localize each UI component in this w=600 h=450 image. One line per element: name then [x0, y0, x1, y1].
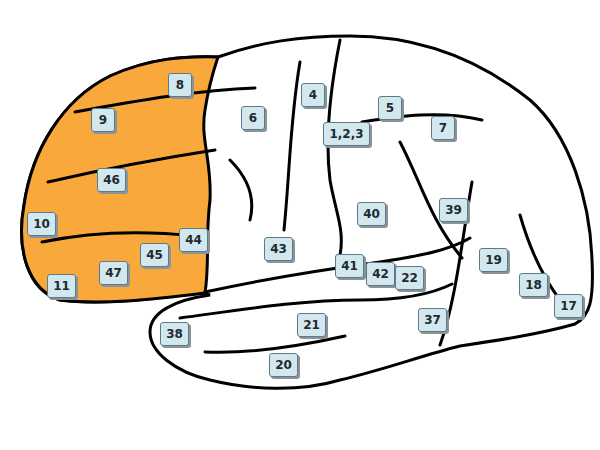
area-box: 41	[335, 254, 364, 278]
callout-number: 9	[97, 113, 109, 127]
callout-number: 7	[437, 121, 449, 135]
area-box: 47	[99, 261, 128, 285]
area-box: 8	[168, 73, 192, 97]
area-box: 45	[140, 243, 169, 267]
callout-number: 18	[525, 278, 542, 292]
area-box: 22	[395, 266, 424, 290]
callout-number: 20	[275, 358, 292, 372]
brain-outline	[22, 36, 593, 388]
area-box: 37	[418, 308, 447, 332]
callout-number: 45	[146, 248, 163, 262]
area-box: 20	[269, 353, 298, 377]
area-box: 1,2,3	[323, 122, 370, 146]
area-box: 44	[179, 228, 208, 252]
area-box: 43	[264, 237, 293, 261]
area-box: 42	[366, 262, 395, 286]
callout-number: 39	[445, 203, 462, 217]
area-box: 7	[431, 116, 455, 140]
callout-number: 10	[33, 217, 50, 231]
callout-number: 6	[247, 111, 259, 125]
callout-number: 38	[166, 327, 183, 341]
area-box: 40	[357, 202, 386, 226]
area-box: 18	[519, 273, 548, 297]
callout-number: 8	[174, 78, 186, 92]
callout-number: 4	[307, 88, 319, 102]
area-box: 6	[241, 106, 265, 130]
area-box: 46	[97, 168, 126, 192]
callout-number: 11	[53, 279, 70, 293]
area-box: 38	[160, 322, 189, 346]
area-box: 5	[378, 96, 402, 120]
area-box: 21	[297, 313, 326, 337]
frontal-region	[22, 57, 218, 302]
callout-number: 44	[185, 233, 202, 247]
area-box: 9	[91, 108, 115, 132]
area-box: 39	[439, 198, 468, 222]
callout-number: 17	[560, 299, 577, 313]
area-box: 11	[47, 274, 76, 298]
callout-number: 1,2,3	[329, 127, 364, 141]
callout-number: 40	[363, 207, 380, 221]
area-box: 19	[479, 248, 508, 272]
sulci	[42, 40, 560, 352]
callout-number: 46	[103, 173, 120, 187]
callout-number: 22	[401, 271, 418, 285]
callout-number: 37	[424, 313, 441, 327]
callout-number: 42	[372, 267, 389, 281]
area-box: 10	[27, 212, 56, 236]
callout-number: 41	[341, 259, 358, 273]
area-box: 17	[554, 294, 583, 318]
callout-number: 5	[384, 101, 396, 115]
callout-number: 47	[105, 266, 122, 280]
callout-number: 43	[270, 242, 287, 256]
callout-number: 19	[485, 253, 502, 267]
area-box: 4	[301, 83, 325, 107]
callout-number: 21	[303, 318, 320, 332]
